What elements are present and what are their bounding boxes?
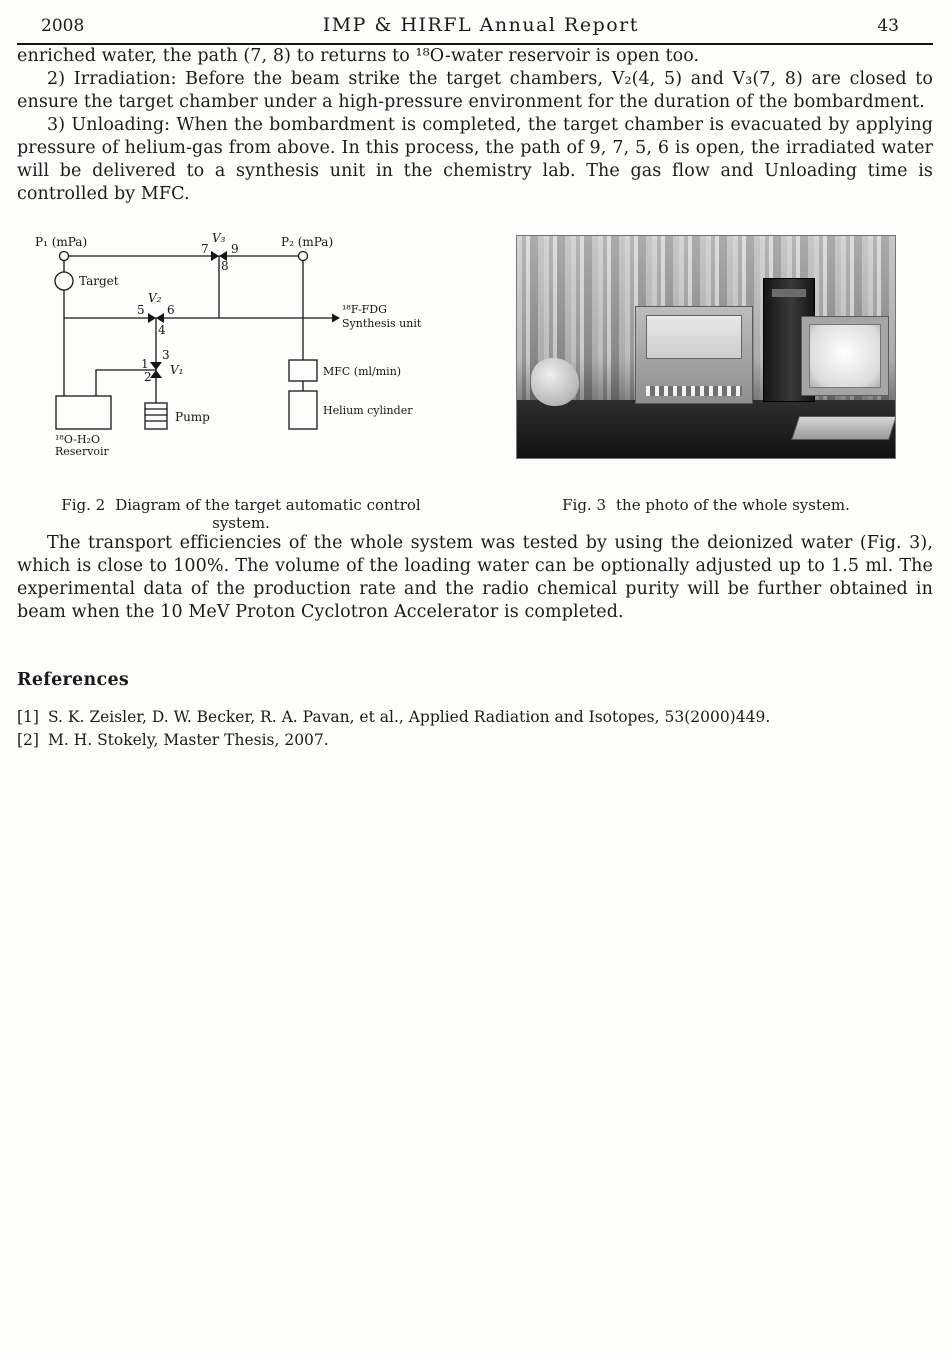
references-list: [1] S. K. Zeisler, D. W. Becker, R. A. P… bbox=[17, 706, 933, 751]
label-fdg-line2: Synthesis unit bbox=[342, 317, 422, 330]
reference-item: [2] M. H. Stokely, Master Thesis, 2007. bbox=[17, 729, 933, 751]
valve-v3-left bbox=[211, 251, 219, 262]
helium-cylinder-box bbox=[288, 390, 318, 431]
label-port5: 5 bbox=[137, 303, 145, 317]
figure3-system-photo bbox=[516, 235, 896, 460]
photo-monitor bbox=[801, 316, 889, 397]
valve-v1-top bbox=[150, 362, 162, 371]
reference-item: [1] S. K. Zeisler, D. W. Becker, R. A. P… bbox=[17, 706, 933, 728]
photo-keyboard bbox=[791, 416, 895, 441]
journal-title: IMP & HIRFL Annual Report bbox=[322, 14, 639, 36]
label-p2: P₂ (mPa) bbox=[281, 235, 333, 249]
label-port7: 7 bbox=[201, 242, 209, 256]
valve-v1-bottom bbox=[150, 370, 162, 379]
label-v3: V₃ bbox=[212, 233, 226, 245]
reference-text: M. H. Stokely, Master Thesis, 2007. bbox=[47, 730, 329, 749]
photo-control-unit-panel bbox=[646, 315, 742, 360]
paragraph-unloading: 3) Unloading: When the bombardment is co… bbox=[17, 114, 933, 204]
figure2-caption-text: Diagram of the target automatic control … bbox=[115, 496, 421, 533]
page-number: 43 bbox=[877, 16, 899, 36]
figure3-caption: Fig. 3 the photo of the whole system. bbox=[517, 496, 895, 532]
label-port3: 3 bbox=[162, 348, 170, 362]
valve-v2-right bbox=[156, 313, 164, 324]
label-port9: 9 bbox=[231, 242, 239, 256]
label-reservoir-line1: ¹⁸O-H₂O bbox=[55, 433, 100, 446]
label-p1: P₁ (mPa) bbox=[35, 235, 87, 249]
v1-to-reservoir-pipe bbox=[95, 369, 156, 397]
photo-control-unit bbox=[635, 306, 753, 405]
figure-captions: Fig. 2 Diagram of the target automatic co… bbox=[17, 496, 933, 532]
paragraph-results: The transport efficiencies of the whole … bbox=[17, 533, 933, 623]
references-heading: References bbox=[17, 670, 130, 691]
label-port8: 8 bbox=[221, 259, 229, 273]
header-year: 2008 bbox=[41, 16, 85, 36]
target-chamber bbox=[54, 271, 74, 292]
label-reservoir-line2: Reservoir bbox=[55, 445, 110, 458]
figures-row: P₁ (mPa) P₂ (mPa) V₃ 7 9 8 Target V₂ 5 6… bbox=[17, 233, 933, 481]
figure2-caption: Fig. 2 Diagram of the target automatic co… bbox=[31, 496, 451, 532]
label-v2: V₂ bbox=[148, 291, 162, 305]
label-port1: 1 bbox=[141, 357, 149, 371]
figure2-caption-label: Fig. 2 bbox=[61, 496, 106, 515]
gauge-p2 bbox=[297, 251, 309, 262]
reference-label: [2] bbox=[17, 730, 39, 749]
photo-bottle bbox=[531, 358, 579, 407]
label-port6: 6 bbox=[167, 303, 175, 317]
label-helium: Helium cylinder bbox=[323, 404, 413, 417]
paragraph-irradiation: 2) Irradiation: Before the beam strike t… bbox=[17, 68, 933, 112]
paragraph-continuation: enriched water, the path (7, 8) to retur… bbox=[17, 46, 700, 66]
valve-v2-left bbox=[148, 313, 156, 324]
label-pump: Pump bbox=[175, 410, 210, 424]
label-fdg-line1: ¹⁸F-FDG bbox=[342, 303, 387, 316]
label-v1: V₁ bbox=[170, 363, 183, 377]
page-header: 2008 IMP & HIRFL Annual Report 43 bbox=[17, 0, 933, 45]
photo-control-unit-leds bbox=[646, 386, 742, 397]
label-port2: 2 bbox=[144, 370, 152, 384]
figure3-caption-text: the photo of the whole system. bbox=[616, 496, 850, 515]
fdg-arrowhead bbox=[332, 313, 340, 323]
figure3-caption-label: Fig. 3 bbox=[562, 496, 606, 515]
figure2-control-diagram: P₁ (mPa) P₂ (mPa) V₃ 7 9 8 Target V₂ 5 6… bbox=[35, 233, 422, 458]
photo-monitor-screen bbox=[809, 324, 881, 389]
label-mfc: MFC (ml/min) bbox=[323, 365, 401, 378]
label-target: Target bbox=[79, 274, 119, 288]
reference-text: S. K. Zeisler, D. W. Becker, R. A. Pavan… bbox=[47, 708, 771, 727]
pump-hatching bbox=[145, 408, 167, 423]
valve-v3-right bbox=[219, 251, 227, 262]
photo-tower-drive-slot bbox=[772, 289, 806, 298]
label-port4: 4 bbox=[158, 323, 166, 337]
mfc-box bbox=[288, 359, 318, 383]
reference-label: [1] bbox=[17, 708, 39, 727]
reservoir-tank bbox=[55, 395, 112, 431]
pump-symbol bbox=[144, 402, 168, 431]
gauge-p1 bbox=[58, 251, 70, 262]
page-content: enriched water, the path (7, 8) to retur… bbox=[0, 45, 950, 751]
